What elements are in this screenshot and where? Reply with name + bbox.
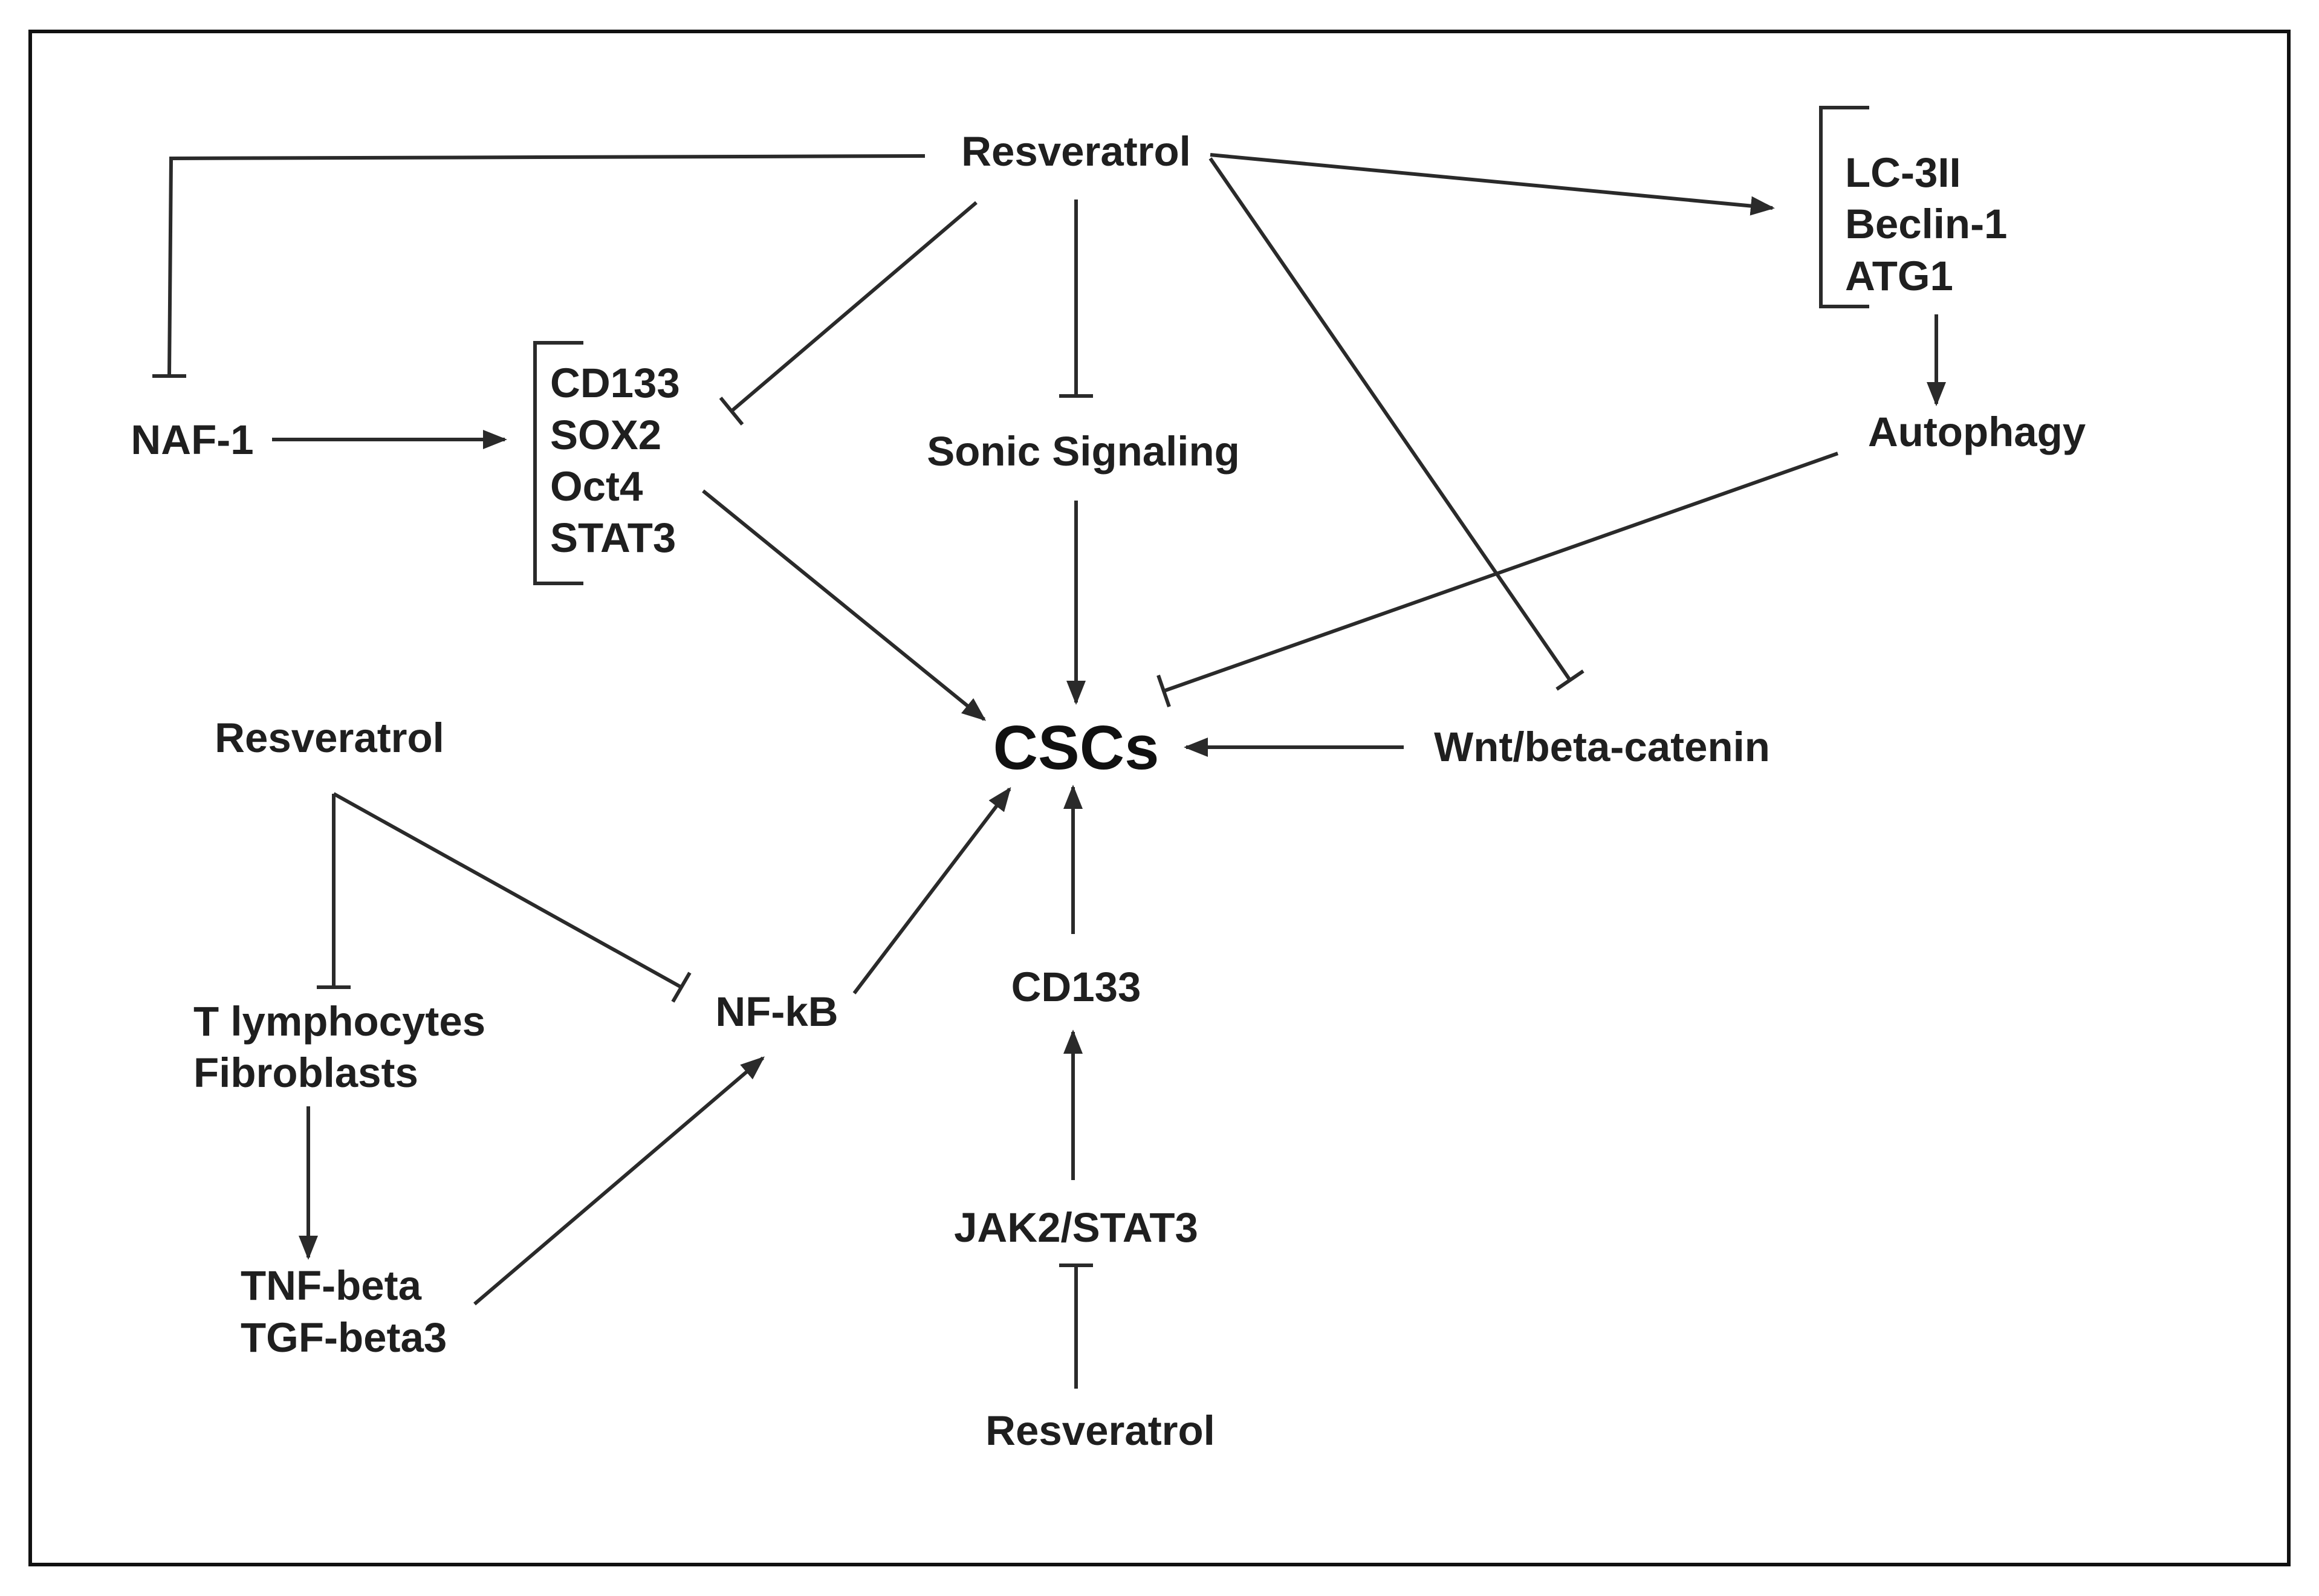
node-tnf-beta: TNF-beta [241, 1262, 422, 1309]
stem-marker-cd133: CD133 [550, 360, 680, 406]
edge-resveratrol-left-nfkb [332, 792, 692, 1003]
edge-stem-markers-cscs [702, 489, 987, 721]
stem-marker-sox2: SOX2 [550, 412, 661, 458]
node-resveratrol-bottom: Resveratrol [985, 1407, 1215, 1454]
node-sonic-signaling: Sonic Signaling [927, 428, 1240, 475]
node-nf-kb: NF-kB [715, 988, 838, 1035]
autophagy-marker-beclin1: Beclin-1 [1845, 201, 2007, 247]
node-wnt-beta-catenin: Wnt/beta-catenin [1434, 724, 1770, 770]
node-naf1: NAF-1 [131, 417, 253, 463]
autophagy-marker-atg1: ATG1 [1845, 253, 1953, 299]
edge-nfkb-cscs [852, 787, 1011, 994]
node-resveratrol-top: Resveratrol [961, 128, 1191, 175]
stem-marker-stat3: STAT3 [550, 514, 676, 561]
node-cd133: CD133 [1011, 964, 1141, 1010]
stem-marker-oct4: Oct4 [550, 463, 643, 510]
node-tgf-beta3: TGF-beta3 [241, 1314, 447, 1361]
node-autophagy-markers: LC-3II Beclin-1 ATG1 [1845, 149, 2007, 299]
stem-markers-bracket [533, 341, 583, 585]
edge-tnf-nfkb [473, 1056, 765, 1306]
edge-resveratrol-autophagy-markers [1210, 153, 1775, 216]
node-fibroblasts: Fibroblasts [193, 1049, 418, 1096]
edge-resveratrol-sonic [1059, 199, 1093, 398]
diagram-frame [28, 30, 2291, 1566]
autophagy-marker-lc3ii: LC-3II [1845, 149, 1961, 196]
autophagy-markers-bracket [1819, 106, 1869, 308]
node-t-lymphocytes: T lymphocytes [193, 998, 485, 1045]
edge-autophagy-cscs [1156, 452, 1838, 707]
edge-resveratrol-left-tlymph [317, 794, 351, 989]
node-autophagy: Autophagy [1868, 409, 2086, 455]
edge-resveratrol-bottom-jak2 [1059, 1264, 1093, 1389]
node-resveratrol-left: Resveratrol [215, 715, 444, 761]
node-stem-markers: CD133 SOX2 Oct4 STAT3 [550, 360, 680, 561]
edge-resveratrol-naf1 [152, 154, 926, 378]
node-jak2-stat3: JAK2/STAT3 [954, 1204, 1198, 1251]
node-cscs: CSCs [993, 713, 1160, 782]
edge-resveratrol-wnt [1208, 157, 1584, 691]
edge-resveratrol-stem-markers [719, 201, 978, 426]
